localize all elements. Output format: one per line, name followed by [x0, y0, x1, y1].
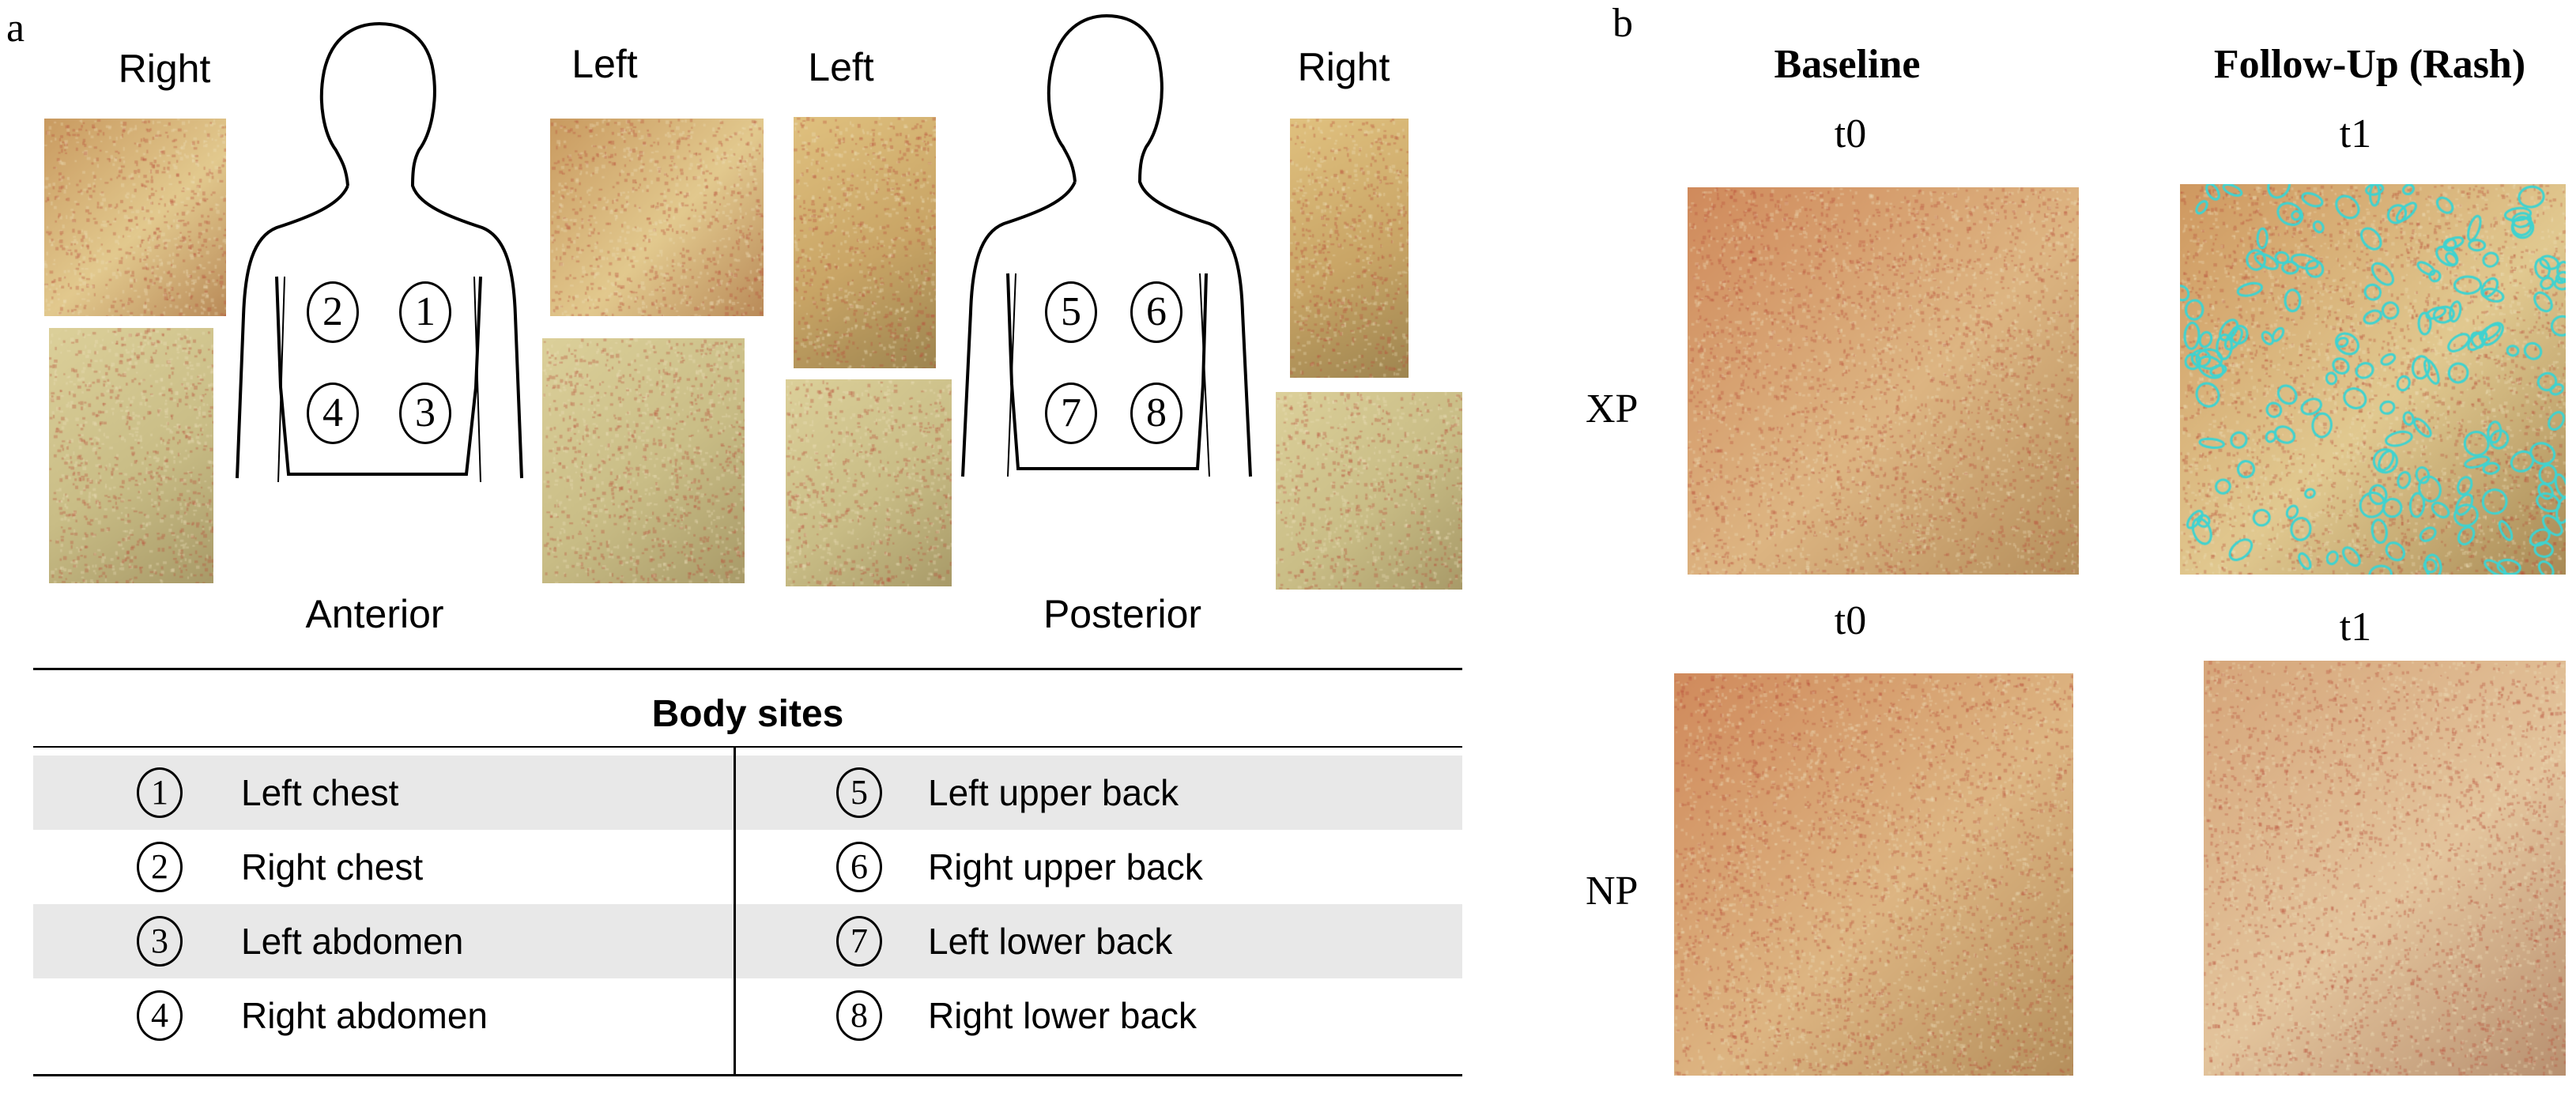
- site-number: 2: [137, 842, 183, 892]
- site-label: Left upper back: [928, 772, 1179, 813]
- skin-image-left-upper-back: [794, 117, 936, 368]
- posterior-left-label: Left: [808, 45, 874, 89]
- skin-image-left-lower-back: [786, 379, 952, 586]
- site-marker-3: 3: [399, 383, 451, 444]
- site-number: 1: [137, 767, 183, 818]
- table-top-rule: [33, 668, 1462, 670]
- skin-image-right-lower-back: [1276, 392, 1462, 590]
- posterior-body-silhouette: [961, 13, 1252, 477]
- column-header-follow-up: Follow-Up (Rash): [2213, 42, 2526, 87]
- np-followup-image: [2204, 661, 2566, 1076]
- site-marker-5: 5: [1045, 281, 1097, 343]
- site-number: 6: [836, 842, 882, 892]
- table-row: 3 Left abdomen 7 Left lower back: [33, 904, 1462, 978]
- skin-image-right-upper-back: [1290, 119, 1409, 378]
- site-number: 8: [836, 990, 882, 1041]
- column-header-baseline: Baseline: [1774, 42, 1921, 87]
- site-number: 4: [137, 990, 183, 1041]
- table-header-rule: [33, 746, 1462, 748]
- posterior-right-label: Right: [1297, 45, 1390, 89]
- site-label: Right chest: [241, 846, 424, 888]
- site-marker-6: 6: [1130, 281, 1182, 343]
- anterior-body-silhouette: [236, 21, 523, 482]
- site-marker-7: 7: [1045, 383, 1097, 444]
- skin-image-right-chest: [44, 119, 226, 316]
- site-marker-2: 2: [307, 281, 359, 343]
- row-label-xp: XP: [1586, 386, 1639, 432]
- xp-followup-image: [2180, 184, 2566, 575]
- np-baseline-image: [1674, 673, 2073, 1076]
- table-bottom-rule: [33, 1074, 1462, 1076]
- panel-b-letter: b: [1612, 1, 1633, 46]
- table-row: 1 Left chest 5 Left upper back: [33, 756, 1462, 830]
- site-number: 7: [836, 916, 882, 967]
- table-column-divider: [734, 748, 736, 1076]
- anterior-right-label: Right: [118, 47, 211, 91]
- site-label: Left lower back: [928, 921, 1173, 962]
- site-label: Left chest: [241, 772, 399, 813]
- time-label-np-t0: t0: [1834, 598, 1867, 643]
- site-label: Left abdomen: [241, 921, 464, 962]
- site-number: 5: [836, 767, 882, 818]
- table-row: 4 Right abdomen 8 Right lower back: [33, 978, 1462, 1053]
- anterior-title: Anterior: [305, 592, 444, 636]
- table-row: 2 Right chest 6 Right upper back: [33, 830, 1462, 904]
- time-label-np-t1: t1: [2339, 605, 2372, 650]
- site-label: Right lower back: [928, 995, 1197, 1036]
- site-label: Right abdomen: [241, 995, 488, 1036]
- panel-a-letter: a: [6, 6, 25, 51]
- anterior-left-label: Left: [571, 42, 638, 86]
- site-marker-8: 8: [1130, 383, 1182, 444]
- skin-image-right-abdomen: [49, 328, 213, 583]
- posterior-title: Posterior: [1043, 592, 1202, 636]
- table-title: Body sites: [651, 693, 844, 735]
- site-label: Right upper back: [928, 846, 1203, 888]
- row-label-np: NP: [1586, 869, 1639, 914]
- site-marker-4: 4: [307, 383, 359, 444]
- xp-baseline-image: [1688, 187, 2079, 575]
- time-label-xp-t1: t1: [2339, 111, 2372, 156]
- skin-image-left-abdomen: [542, 338, 745, 583]
- skin-image-left-chest: [550, 119, 764, 316]
- site-number: 3: [137, 916, 183, 967]
- time-label-xp-t0: t0: [1834, 111, 1867, 156]
- site-marker-1: 1: [399, 281, 451, 343]
